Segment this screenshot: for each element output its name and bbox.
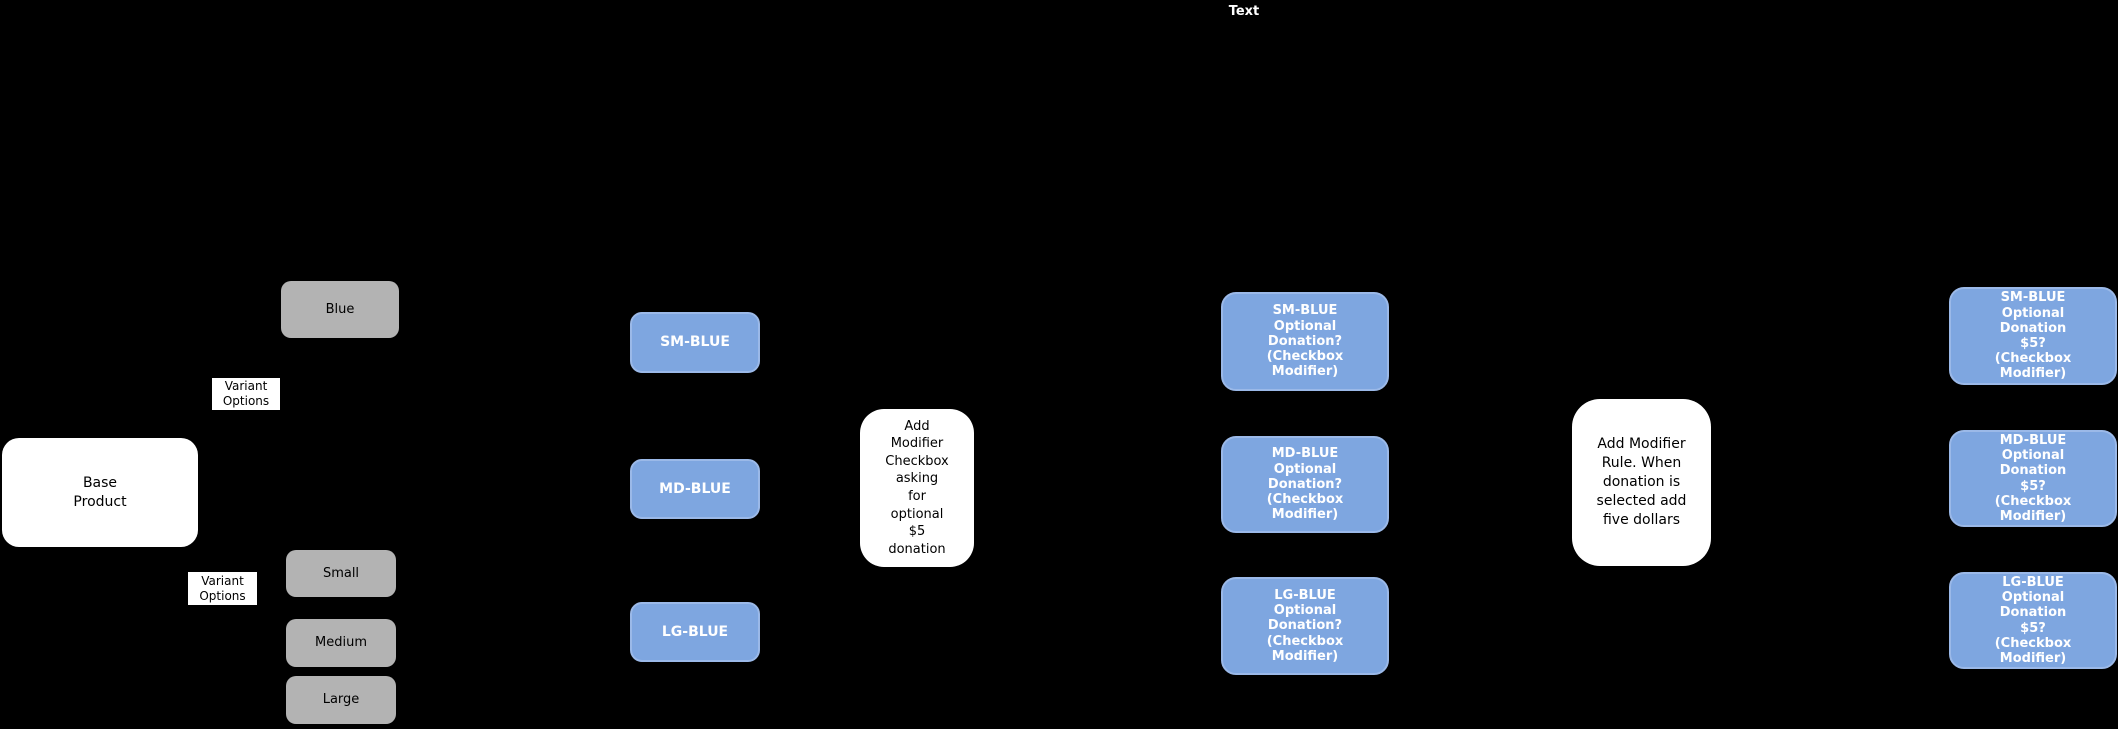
variant-rule-label: MD-BLUE Optional Donation $5? (Checkbox … [1994,432,2072,524]
variant-rule-md-blue-node[interactable]: MD-BLUE Optional Donation $5? (Checkbox … [1949,430,2117,527]
modifier-rule-note-node[interactable]: Add Modifier Rule. When donation is sele… [1572,399,1711,566]
variant-md-blue-node[interactable]: MD-BLUE [630,459,760,519]
variant-options-label-color[interactable]: Variant Options [212,378,280,410]
variant-lg-blue-node[interactable]: LG-BLUE [630,602,760,662]
variant-options-label-text: Variant Options [222,379,270,408]
size-option-label: Medium [315,635,367,651]
variant-label: SM-BLUE [660,334,730,351]
variant-modifier-md-blue-node[interactable]: MD-BLUE Optional Donation? (Checkbox Mod… [1221,436,1389,533]
size-option-large-node[interactable]: Large [286,676,396,724]
variant-modifier-sm-blue-node[interactable]: SM-BLUE Optional Donation? (Checkbox Mod… [1221,292,1389,391]
size-option-medium-node[interactable]: Medium [286,619,396,667]
modifier-rule-note-text: Add Modifier Rule. When donation is sele… [1596,436,1687,528]
modifier-checkbox-note-text: Add Modifier Checkbox asking for optiona… [885,418,949,557]
variant-modifier-label: LG-BLUE Optional Donation? (Checkbox Mod… [1266,587,1344,664]
size-option-label: Large [322,692,360,708]
variant-rule-label: LG-BLUE Optional Donation $5? (Checkbox … [1994,574,2072,666]
variant-modifier-label: MD-BLUE Optional Donation? (Checkbox Mod… [1266,446,1344,523]
base-product-label: Base Product [73,474,127,510]
variant-options-label-text: Variant Options [199,573,246,603]
size-option-label: Small [322,565,360,581]
variant-rule-lg-blue-node[interactable]: LG-BLUE Optional Donation $5? (Checkbox … [1949,572,2117,669]
size-option-small-node[interactable]: Small [286,550,396,597]
variant-modifier-lg-blue-node[interactable]: LG-BLUE Optional Donation? (Checkbox Mod… [1221,577,1389,675]
variant-options-label-size[interactable]: Variant Options [188,572,257,605]
variant-sm-blue-node[interactable]: SM-BLUE [630,312,760,373]
base-product-node[interactable]: Base Product [2,438,198,547]
variant-label: MD-BLUE [659,480,731,497]
diagram-title-text[interactable]: Text [1228,4,1260,19]
color-option-label: Blue [325,301,355,317]
modifier-checkbox-note-node[interactable]: Add Modifier Checkbox asking for optiona… [860,409,974,567]
variant-rule-sm-blue-node[interactable]: SM-BLUE Optional Donation $5? (Checkbox … [1949,287,2117,385]
variant-modifier-label: SM-BLUE Optional Donation? (Checkbox Mod… [1266,303,1344,380]
color-option-blue-node[interactable]: Blue [281,281,399,338]
variant-label: LG-BLUE [661,623,729,640]
variant-rule-label: SM-BLUE Optional Donation $5? (Checkbox … [1994,290,2072,382]
